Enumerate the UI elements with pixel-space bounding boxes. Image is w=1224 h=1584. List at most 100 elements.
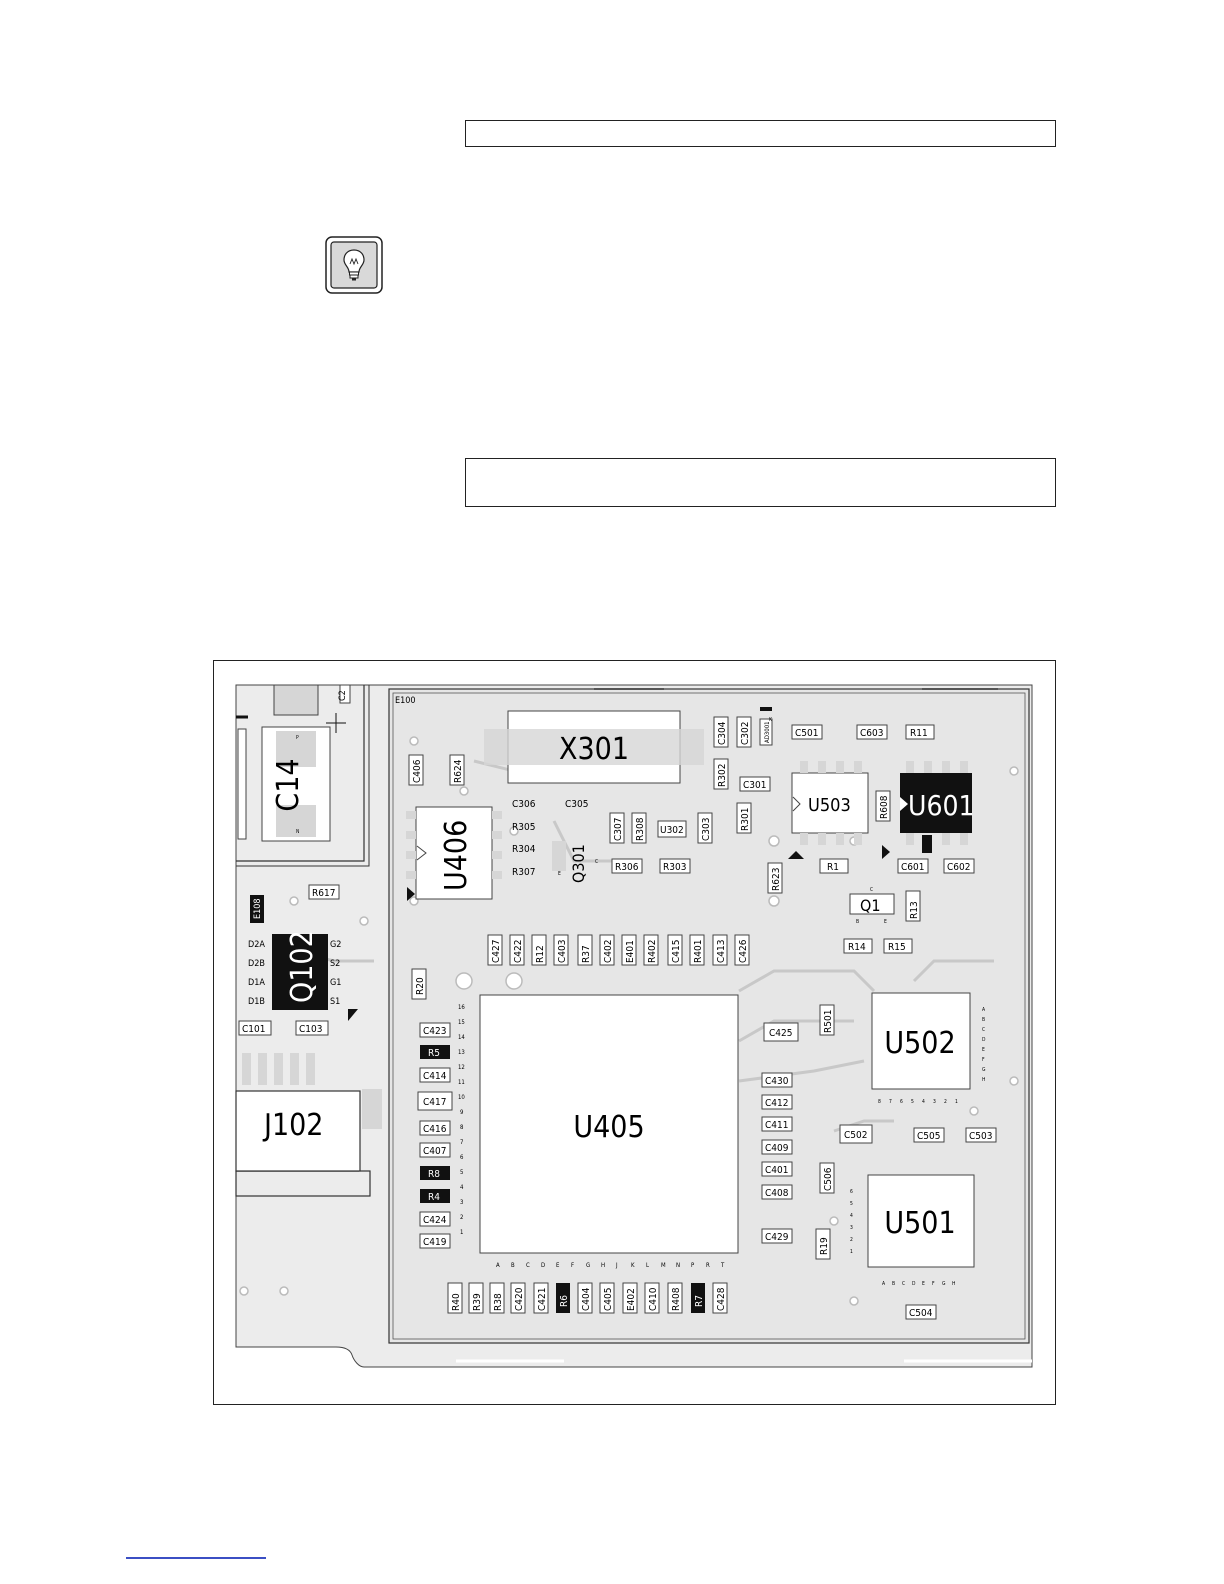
c603-label: C603 — [860, 728, 883, 739]
pin-letter: M — [661, 1262, 666, 1269]
r501-label: R501 — [823, 1010, 834, 1033]
vrow-item: R37 — [577, 934, 593, 966]
u503-label: U503 — [808, 795, 851, 816]
pin-letter: J — [615, 1262, 618, 1269]
brow-label: R40 — [451, 1293, 462, 1311]
brow-label: R7 — [694, 1295, 705, 1307]
u405-label: U405 — [573, 1110, 644, 1145]
vrow-item: C403 — [553, 934, 569, 966]
u406-label: U406 — [439, 820, 474, 891]
vrow-item: C415 — [667, 934, 683, 966]
pin-letter: A — [982, 1007, 986, 1013]
pin-number: 8 — [878, 1099, 881, 1105]
pin-letter: C — [526, 1262, 530, 1269]
r305-label: R305 — [512, 822, 535, 833]
q102-pin-d1b: D1B — [248, 997, 265, 1007]
pin-letter: T — [720, 1262, 725, 1269]
bottom-component-row: R40 R39 R38 C420 C421 R6 C404 C405 E402 … — [447, 1282, 728, 1314]
pcb-layout-figure: C14 P N C2 E108 R617 Q102 D2A D2B D1A D1… — [213, 660, 1056, 1405]
c505-label: C505 — [917, 1131, 940, 1142]
brow-label: C405 — [603, 1288, 614, 1311]
rcol-label: C412 — [765, 1098, 788, 1109]
q102-pin-g1: G1 — [330, 978, 341, 988]
pin-letter: G — [586, 1262, 590, 1269]
u502-pin-numbers: 8 7 6 5 4 3 2 1 — [878, 1099, 958, 1105]
r301-label: R301 — [740, 808, 751, 831]
q1-pin-b: B — [856, 919, 859, 925]
c504-label: C504 — [909, 1308, 933, 1319]
pin-number: 1 — [955, 1099, 958, 1105]
pin-letter: C — [902, 1281, 905, 1287]
c429-label: C429 — [765, 1232, 789, 1243]
pin-letter: A — [882, 1281, 886, 1287]
pin-letter: A — [496, 1262, 500, 1269]
u502-pin-letters: A B C D E F G H — [982, 1007, 986, 1083]
c406-label: C406 — [412, 759, 423, 783]
pin-number: 7 — [460, 1139, 463, 1146]
pin-letter: D — [912, 1281, 916, 1287]
r308-label: R308 — [635, 817, 646, 841]
pin-letter: D — [541, 1262, 545, 1269]
vrow-item: E401 — [621, 934, 637, 966]
r302-label: R302 — [717, 764, 728, 787]
pin-number: 7 — [889, 1099, 892, 1105]
lcol-label: R5 — [428, 1048, 440, 1059]
pin-letter: C — [982, 1027, 985, 1033]
pin-letter: F — [571, 1262, 574, 1269]
brow-label: C404 — [581, 1287, 592, 1311]
brow-label: C428 — [716, 1287, 727, 1311]
vrow-label: C413 — [716, 940, 727, 963]
pin-number: 2 — [944, 1099, 947, 1105]
vrow-item: R401 — [689, 934, 705, 966]
vrow-label: R37 — [581, 945, 592, 963]
vrow-item: C413 — [712, 934, 728, 966]
c301-label: C301 — [743, 780, 766, 791]
c303-label: C303 — [701, 818, 712, 841]
vrow-item: R402 — [643, 934, 659, 966]
r20-label: R20 — [415, 977, 426, 995]
lcol-label: C424 — [423, 1215, 447, 1226]
pin-number: 5 — [850, 1201, 853, 1207]
lcol-label: C416 — [423, 1124, 447, 1135]
c601-label: C601 — [901, 862, 924, 873]
c307-label: C307 — [613, 818, 624, 841]
lcol-label: C417 — [423, 1097, 446, 1108]
vrow-label: C403 — [557, 940, 568, 963]
board-label: E100 — [395, 696, 416, 706]
c101-label: C101 — [242, 1024, 265, 1035]
pin-number: 4 — [850, 1213, 853, 1219]
pin-letter: H — [952, 1281, 955, 1287]
lcol-label: C419 — [423, 1237, 447, 1248]
r19-label: R19 — [819, 1237, 830, 1255]
rcol-label: C411 — [765, 1120, 788, 1131]
u501-label: U501 — [884, 1206, 955, 1241]
r624-label: R624 — [453, 759, 464, 783]
pin-number: 14 — [458, 1034, 465, 1041]
pin-number: 11 — [458, 1079, 465, 1086]
brow-label: C410 — [648, 1287, 659, 1311]
pin-letter: E — [556, 1262, 560, 1269]
brow-label: E402 — [626, 1288, 637, 1311]
pin-letter: H — [982, 1077, 985, 1083]
pin-letter: B — [982, 1017, 985, 1023]
pin-number: 6 — [460, 1154, 464, 1161]
pin-letter: F — [932, 1281, 935, 1287]
q102-pin-g2: G2 — [330, 940, 341, 950]
lcol-label: R8 — [428, 1169, 440, 1180]
r617-label: R617 — [312, 888, 335, 899]
u302-label: U302 — [660, 825, 684, 836]
pin-letter: G — [942, 1281, 946, 1287]
pin-number: 4 — [460, 1184, 464, 1191]
brow-label: C421 — [537, 1288, 548, 1311]
u502-label: U502 — [884, 1026, 955, 1061]
q301-label: Q301 — [569, 844, 588, 883]
u601-label: U601 — [908, 789, 975, 822]
c502-label: C502 — [844, 1130, 867, 1141]
pin-number: 4 — [922, 1099, 925, 1105]
vrow-item: C426 — [734, 934, 750, 966]
vrow-label: C422 — [513, 940, 524, 963]
c14-label: C14 — [271, 758, 306, 811]
c501-label: C501 — [795, 728, 818, 739]
r303-label: R303 — [663, 862, 686, 873]
pin-letter: B — [892, 1281, 895, 1287]
